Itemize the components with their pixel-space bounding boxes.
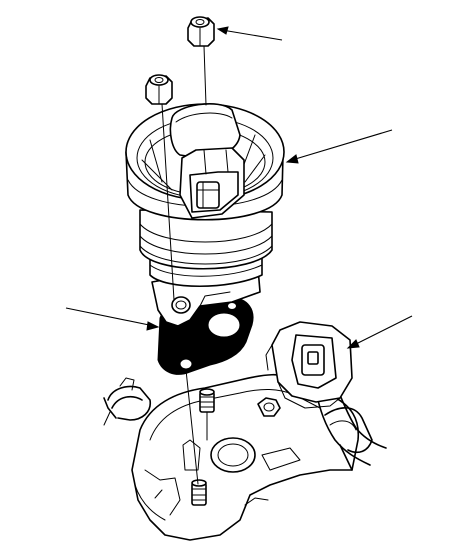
alignment-lines [161, 45, 208, 485]
stud-bolt-lower-icon [191, 479, 207, 506]
connector-icon [265, 321, 387, 466]
egr-valve-nut-upper-icon [187, 16, 215, 47]
egr-valve-nut-left-icon [145, 74, 173, 105]
stud-bolt-icon [199, 388, 215, 413]
hose-clamp-icon [103, 377, 152, 426]
manifold-bolt-icon [257, 397, 281, 417]
leader-egr-valve [285, 129, 393, 164]
leader-nut-upper [216, 26, 283, 41]
intake-manifold-icon [131, 373, 373, 541]
leader-connector [346, 315, 413, 349]
egr-valve-icon [125, 103, 285, 327]
leader-gasket [65, 307, 160, 331]
